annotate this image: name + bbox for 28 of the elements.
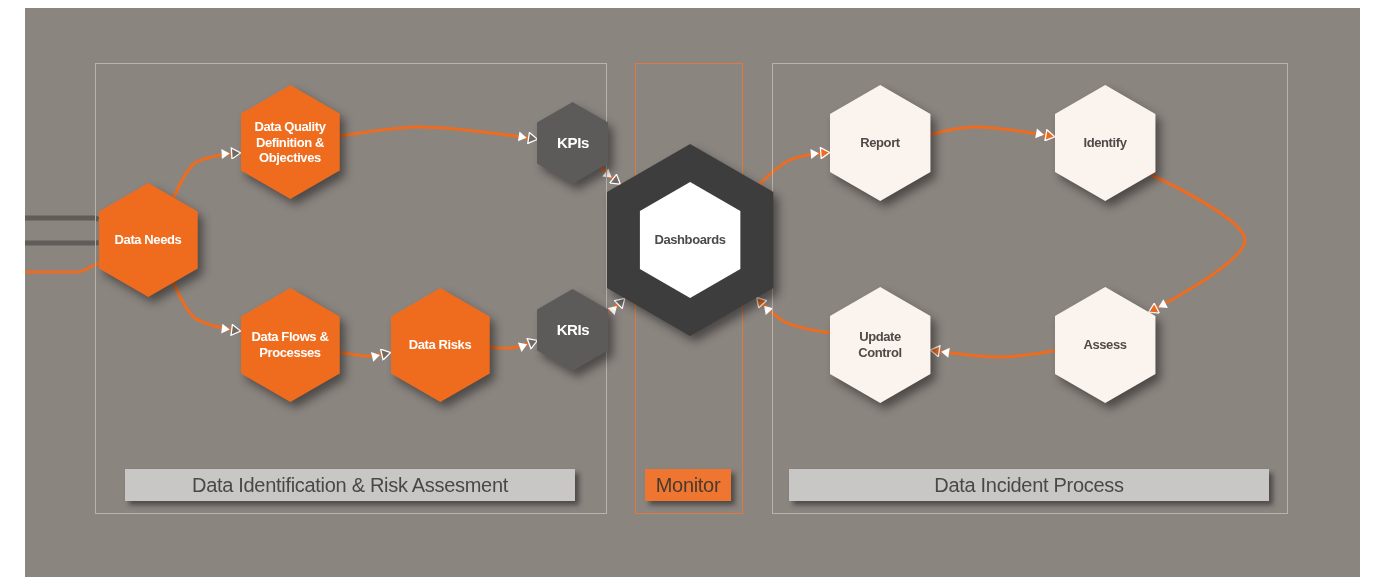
node-label: Data Needs	[113, 232, 183, 248]
node-label: KRIs	[555, 321, 591, 339]
panel-title: Data Incident Process	[789, 469, 1269, 501]
node-label: Data Quality Definition & Objectives	[253, 118, 327, 166]
arrow	[172, 147, 242, 199]
arrow	[599, 166, 622, 186]
node-label: Update Control	[857, 329, 903, 361]
panel-frame	[772, 63, 1288, 514]
node-label: Dashboards	[653, 232, 727, 248]
node-label: Report	[859, 135, 901, 151]
node-label: Data Risks	[407, 337, 473, 353]
arrow	[929, 345, 1055, 359]
panel-title: Data Identification & Risk Assesment	[125, 469, 575, 501]
arrow	[339, 348, 392, 363]
arrow	[489, 337, 539, 353]
panel-title: Monitor	[645, 469, 731, 501]
node-label: Data Flows & Processes	[250, 329, 330, 361]
node-label: Identify	[1082, 135, 1128, 151]
panel-frame	[95, 63, 607, 514]
arrow	[607, 297, 626, 316]
node-label: Assess	[1082, 337, 1128, 353]
arrow	[339, 125, 539, 145]
arrow	[758, 147, 831, 186]
arrow	[929, 125, 1056, 142]
arrow	[172, 281, 242, 336]
arrow	[1148, 173, 1247, 314]
arrow	[755, 296, 830, 335]
node-label: KPIs	[556, 134, 590, 152]
